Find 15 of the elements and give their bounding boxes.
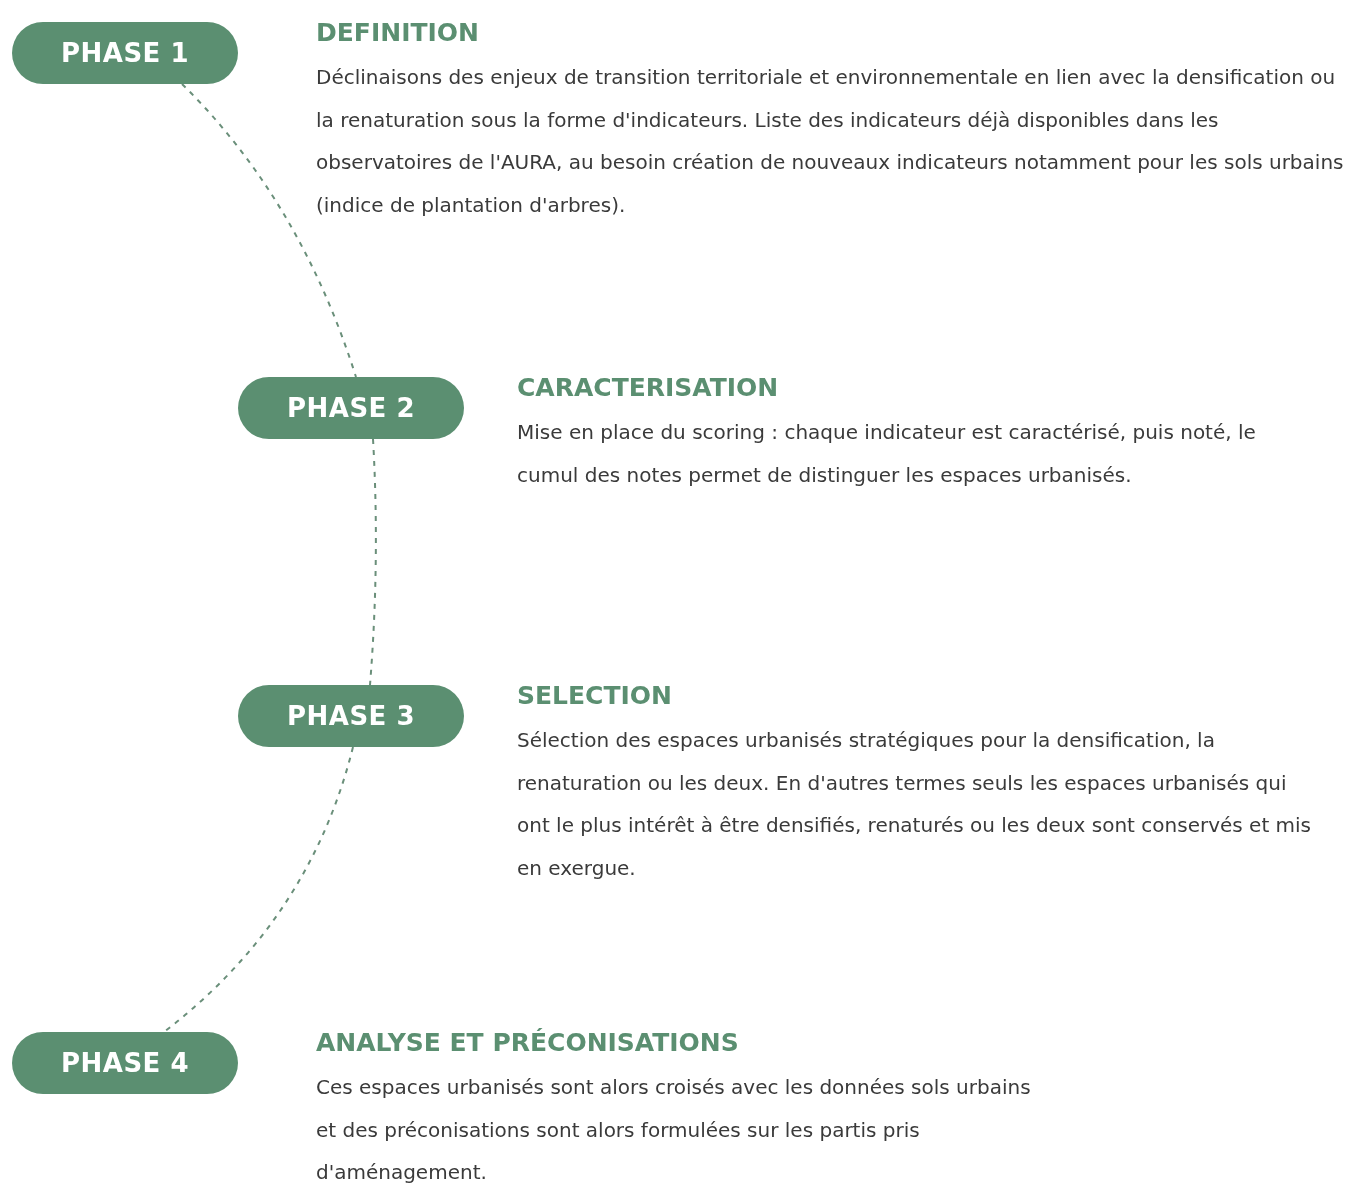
phase-heading: ANALYSE ET PRÉCONISATIONS bbox=[316, 1027, 740, 1059]
phase-pill: PHASE 1 bbox=[12, 22, 238, 84]
phase-description: Déclinaisons des enjeux de transition territoriale et environnementale en lien avec la densification ou la renaturation sous la forme d'indicateurs. Liste des indicateurs déjà disponibles dans les observatoires de l'AURA, au besoin création de nouveaux indicateurs notamment pour les sols urbains (indice de plantation d'arbres). bbox=[316, 64, 1345, 219]
phase-heading: CARACTERISATION bbox=[517, 372, 780, 404]
phase-description: Ces espaces urbanisés sont alors croisés avec les données sols urbains et des préconisations sont alors formulées sur les partis pris d'aménagement. bbox=[316, 1074, 1032, 1186]
phase-pill: PHASE 2 bbox=[238, 377, 464, 439]
dashed-connector bbox=[369, 438, 377, 686]
phase-heading: SELECTION bbox=[517, 680, 673, 712]
phase-pill: PHASE 3 bbox=[238, 685, 464, 747]
phase-heading: DEFINITION bbox=[316, 17, 480, 49]
dashed-connector bbox=[181, 83, 357, 378]
phase-pill: PHASE 4 bbox=[12, 1032, 238, 1094]
dashed-connector bbox=[163, 746, 354, 1033]
phase-description: Sélection des espaces urbanisés stratégiques pour la densification, la renaturation ou les deux. En d'autres termes seuls les espaces urbanisés qui ont le plus intérêt à être densifiés, renaturés ou les deux sont conservés et mis en exergue. bbox=[517, 727, 1313, 882]
phase-description: Mise en place du scoring : chaque indicateur est caractérisé, puis noté, le cumul des notes permet de distinguer les espaces urbanisés. bbox=[517, 419, 1257, 489]
